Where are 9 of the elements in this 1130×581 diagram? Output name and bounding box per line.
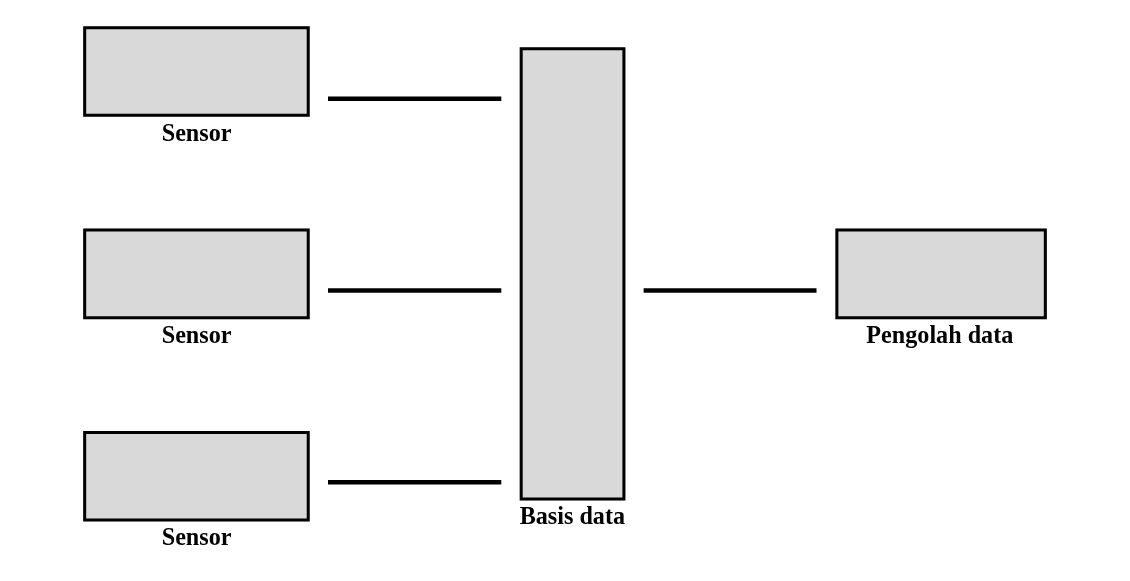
node-label: Pengolah data xyxy=(866,321,1014,349)
node-label: Sensor xyxy=(161,523,232,551)
node-label: Sensor xyxy=(161,118,232,146)
connector xyxy=(328,480,502,485)
connector xyxy=(328,96,502,101)
connector xyxy=(328,288,502,293)
node-label: Basis data xyxy=(519,502,626,530)
connector xyxy=(643,288,817,293)
node-label: Sensor xyxy=(161,321,232,349)
